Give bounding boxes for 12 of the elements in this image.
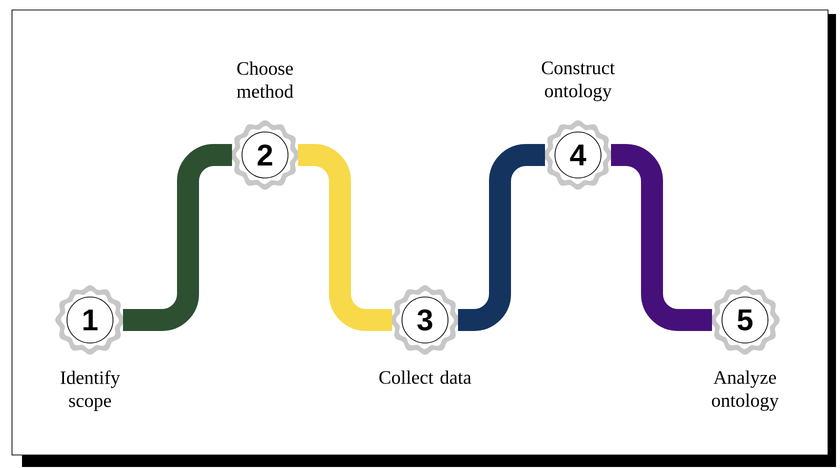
step-label: Construct ontology: [542, 62, 615, 102]
step-badge: 2: [230, 120, 300, 190]
path-connector: [298, 144, 392, 331]
step-label: Choose method: [236, 62, 294, 98]
path-connector: [458, 144, 545, 331]
step-badge: 5: [710, 285, 780, 355]
step-label: Identify scope: [60, 370, 120, 411]
step-badge: 1: [55, 285, 125, 355]
step-badge: 4: [543, 120, 613, 190]
step-badge: 3: [390, 285, 460, 355]
step-label: Collect data: [379, 370, 472, 384]
step-label: Analyze ontology: [712, 370, 779, 411]
